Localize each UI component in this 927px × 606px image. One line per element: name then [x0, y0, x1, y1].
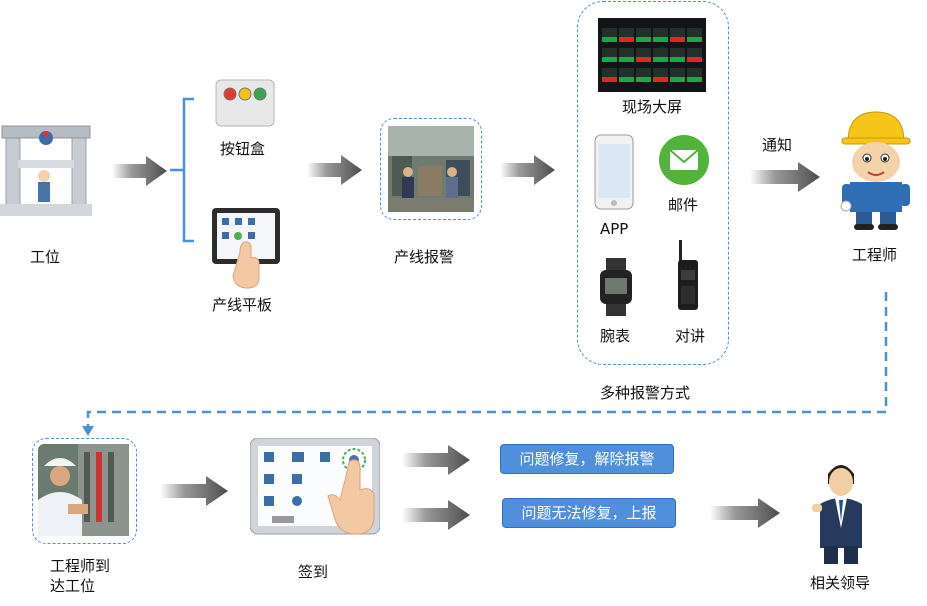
walkie-talkie-icon: [676, 240, 700, 312]
station-label: 工位: [30, 248, 61, 266]
sign-in-label: 签到: [298, 563, 329, 581]
line-tablet-label: 产线平板: [212, 296, 273, 314]
app-label: APP: [600, 220, 629, 238]
engineer-arrive-label-2: 达工位: [50, 577, 96, 595]
leader-label: 相关领导: [810, 574, 871, 592]
flow-arrow-unfixed: [402, 500, 470, 530]
alarm-methods-group: [577, 1, 729, 365]
flow-arrow: [112, 156, 167, 186]
flow-arrow: [500, 155, 555, 185]
phone-icon: [594, 134, 634, 210]
leader-icon: [812, 456, 870, 566]
fixed-clear-alarm-box: 问题修复，解除报警: [500, 444, 674, 474]
station-icon: [0, 118, 92, 218]
engineer-label: 工程师: [852, 246, 898, 264]
flow-arrow: [710, 498, 780, 528]
line-alarm-label: 产线报警: [394, 248, 455, 266]
notify-arrow: [750, 162, 820, 192]
flow-arrow: [160, 476, 228, 506]
multi-alarm-label: 多种报警方式: [600, 384, 691, 402]
engineer-icon: [836, 108, 916, 232]
watch-label: 腕表: [600, 327, 631, 345]
line-photo: [388, 126, 474, 212]
flow-arrow-fixed: [402, 445, 470, 475]
line-alarm-frame: [380, 118, 482, 220]
screen-icon: [598, 18, 706, 92]
notify-label: 通知: [762, 136, 793, 154]
engineer-photo: [38, 444, 129, 536]
branch-bracket: [170, 97, 194, 243]
email-label: 邮件: [668, 196, 699, 214]
dashed-connector: [82, 292, 888, 436]
cannot-fix-report-box: 问题无法修复，上报: [502, 498, 676, 528]
tablet-touch-icon: [249, 437, 381, 546]
watch-icon: [598, 258, 634, 316]
big-screen-label: 现场大屏: [622, 98, 683, 116]
tablet-icon: [210, 206, 282, 290]
button-box-icon: [214, 76, 276, 130]
engineer-arrive-frame: [32, 438, 137, 544]
email-icon: [658, 134, 710, 186]
flow-arrow: [307, 155, 362, 185]
intercom-label: 对讲: [675, 327, 706, 345]
engineer-arrive-label-1: 工程师到: [50, 557, 111, 575]
button-box-label: 按钮盒: [220, 140, 266, 158]
